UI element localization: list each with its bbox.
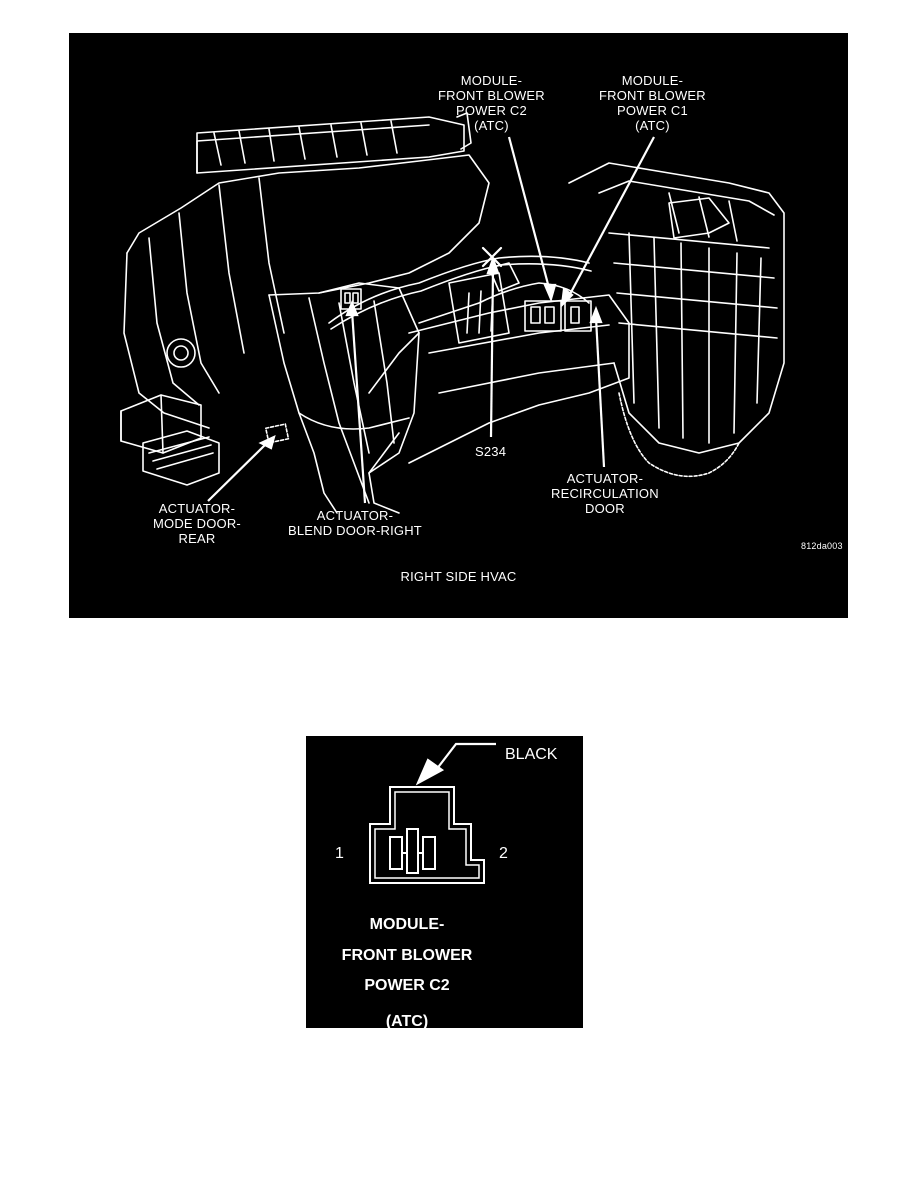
connector-title-line-2: FRONT BLOWER xyxy=(341,947,473,964)
hvac-diagram: MODULE- FRONT BLOWER POWER C2 (ATC) MODU… xyxy=(69,33,848,618)
callout-line: (ATC) xyxy=(635,118,670,133)
callout-line: DOOR xyxy=(585,501,625,516)
callout-line: POWER C1 xyxy=(616,103,688,118)
callout-line: MODULE- xyxy=(621,73,684,88)
callout-line: ACTUATOR- xyxy=(158,501,236,516)
callout-module-c2: MODULE- FRONT BLOWER POWER C2 (ATC) xyxy=(438,73,545,133)
connector-title-line-1: MODULE- xyxy=(369,916,445,933)
callout-module-c1: MODULE- FRONT BLOWER POWER C1 (ATC) xyxy=(599,73,706,133)
callout-recirculation-door: ACTUATOR- RECIRCULATION DOOR xyxy=(551,471,659,516)
callout-line: ACTUATOR- xyxy=(316,508,394,523)
callout-blend-door-right: ACTUATOR- BLEND DOOR-RIGHT xyxy=(288,508,422,538)
connector-title-line-4: (ATC) xyxy=(385,1013,429,1028)
connector-illustration xyxy=(369,742,496,884)
callout-mode-door-rear: ACTUATOR- MODE DOOR- REAR xyxy=(153,501,241,546)
callout-line: MODULE- xyxy=(460,73,523,88)
callout-line: FRONT BLOWER xyxy=(599,88,706,103)
callout-splice-s234: S234 xyxy=(475,444,506,459)
callout-line: REAR xyxy=(178,531,216,546)
callout-line: BLEND DOOR-RIGHT xyxy=(288,523,422,538)
color-label: BLACK xyxy=(505,746,558,763)
figure-caption: RIGHT SIDE HVAC xyxy=(400,569,517,584)
callout-line: MODE DOOR- xyxy=(153,516,241,531)
connector-title-line-3: POWER C2 xyxy=(364,977,450,994)
hvac-illustration xyxy=(120,112,785,514)
callout-line: RECIRCULATION xyxy=(551,486,659,501)
callout-line: FRONT BLOWER xyxy=(438,88,545,103)
callout-line: (ATC) xyxy=(474,118,509,133)
figure-code: 812da003 xyxy=(801,541,843,551)
callout-line: ACTUATOR- xyxy=(566,471,644,486)
callout-line: S234 xyxy=(475,444,507,459)
pin-1-label: 1 xyxy=(335,845,344,862)
connector-diagram: BLACK 1 2 MODULE- FRONT BLOWER POWER C2 … xyxy=(306,736,583,1028)
pin-2-label: 2 xyxy=(499,845,508,862)
callout-line: POWER C2 xyxy=(455,103,527,118)
